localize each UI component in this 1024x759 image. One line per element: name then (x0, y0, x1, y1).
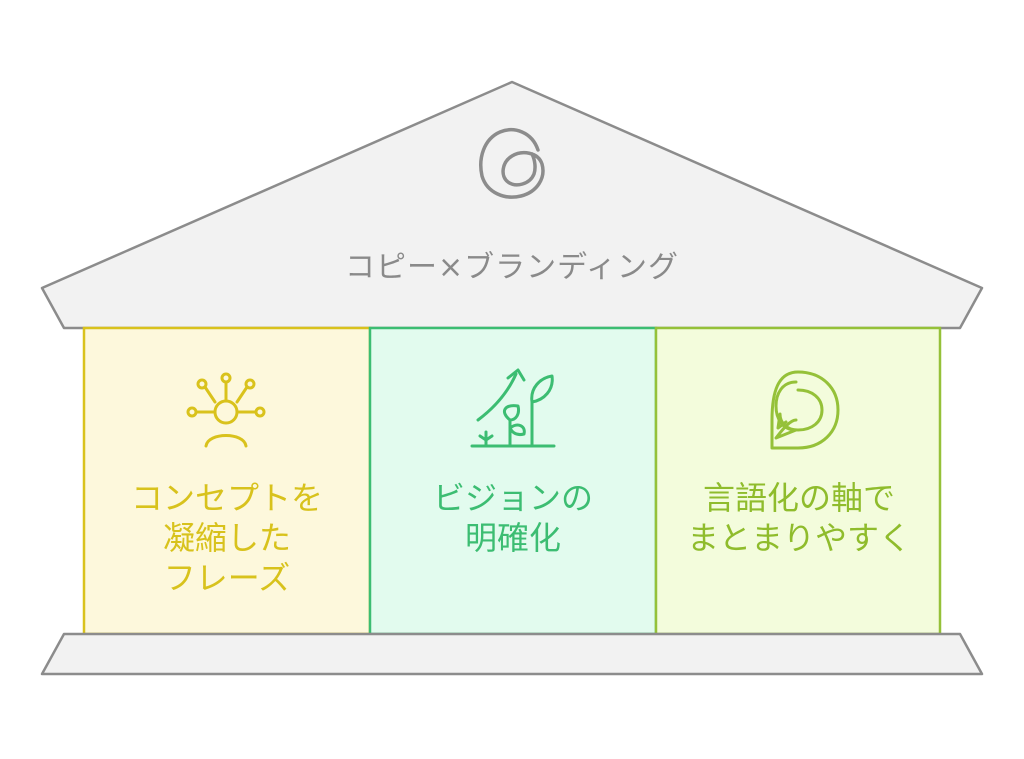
growing-plant-icon (470, 368, 556, 448)
roof-title: コピー×ブランディング (344, 250, 680, 285)
network-person-icon (186, 372, 266, 448)
pillar-1-label: コンセプトを 凝縮した フレーズ (130, 479, 323, 597)
base (40, 632, 984, 676)
pillar-3-label: 言語化の軸で まとまりやすく (686, 479, 911, 557)
speech-bubble-icon (770, 370, 840, 450)
pillar-2-label: ビジョンの 明確化 (432, 479, 593, 557)
threads-logo-icon (479, 128, 545, 199)
roof (40, 80, 984, 330)
